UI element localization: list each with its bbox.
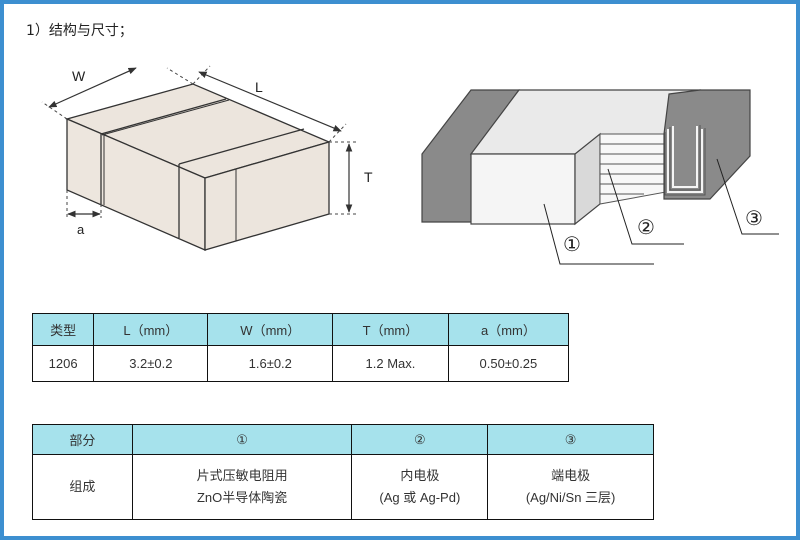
header-l: L（mm） — [93, 313, 209, 346]
part-3-line-1: 端电极 — [551, 468, 591, 483]
dimension-table-header: 类型 L（mm） W（mm） T（mm） a（mm） — [31, 313, 570, 346]
chip-isometric-drawing: W L T a — [41, 65, 373, 251]
cell-l: 3.2±0.2 — [93, 345, 209, 382]
part-3-line-2: (Ag/Ni/Sn 三层) — [525, 490, 616, 505]
structure-drawings: W L T a — [41, 65, 779, 265]
table-row: 1206 3.2±0.2 1.6±0.2 1.2 Max. 0.50±0.25 — [31, 345, 570, 382]
label-t: T — [364, 169, 373, 185]
header-a: a（mm） — [447, 313, 570, 346]
row-label-composition: 组成 — [32, 454, 133, 520]
chip-cross-section-drawing: ① ② ③ — [421, 89, 779, 265]
dimension-l-arrow — [198, 71, 342, 132]
cell-w: 1.6±0.2 — [207, 345, 334, 382]
cell-part-1: 片式压敏电阻用 ZnO半导体陶瓷 — [131, 454, 353, 520]
label-a: a — [77, 222, 85, 237]
header-t: T（mm） — [332, 313, 449, 346]
cell-type: 1206 — [31, 345, 95, 382]
section-heading: 1）结构与尺寸； — [26, 23, 133, 39]
header-w: W（mm） — [207, 313, 334, 346]
header-part-3: ③ — [487, 424, 654, 455]
header-part-1: ① — [131, 424, 353, 455]
cell-a: 0.50±0.25 — [447, 345, 570, 382]
part-2-line-2: (Ag 或 Ag-Pd) — [379, 490, 461, 505]
part-1-line-2: ZnO半导体陶瓷 — [196, 490, 288, 505]
composition-table-header: 部分 ① ② ③ — [32, 424, 654, 455]
cell-part-2: 内电极 (Ag 或 Ag-Pd) — [351, 454, 489, 520]
composition-table: 部分 ① ② ③ 组成 片式压敏电阻用 ZnO半导体陶瓷 内电极 (Ag 或 A… — [32, 424, 654, 520]
table-row: 组成 片式压敏电阻用 ZnO半导体陶瓷 内电极 (Ag 或 Ag-Pd) 端电极… — [32, 454, 654, 520]
part-1-line-1: 片式压敏电阻用 — [196, 468, 288, 483]
callout-1: ① — [563, 234, 581, 256]
header-type: 类型 — [31, 313, 95, 346]
label-w: W — [72, 68, 86, 84]
dimension-w-arrow — [48, 67, 137, 108]
cell-t: 1.2 Max. — [332, 345, 449, 382]
header-part-2: ② — [351, 424, 489, 455]
label-l: L — [255, 79, 263, 95]
header-part: 部分 — [32, 424, 133, 455]
body-front-face — [470, 153, 576, 225]
callout-2: ② — [637, 217, 655, 239]
dimension-table: 类型 L（mm） W（mm） T（mm） a（mm） 1206 3.2±0.2 … — [31, 313, 570, 382]
right-terminal — [663, 89, 751, 200]
cell-part-3: 端电极 (Ag/Ni/Sn 三层) — [487, 454, 654, 520]
callout-3: ③ — [745, 208, 763, 230]
part-2-line-1: 内电极 — [400, 468, 440, 483]
